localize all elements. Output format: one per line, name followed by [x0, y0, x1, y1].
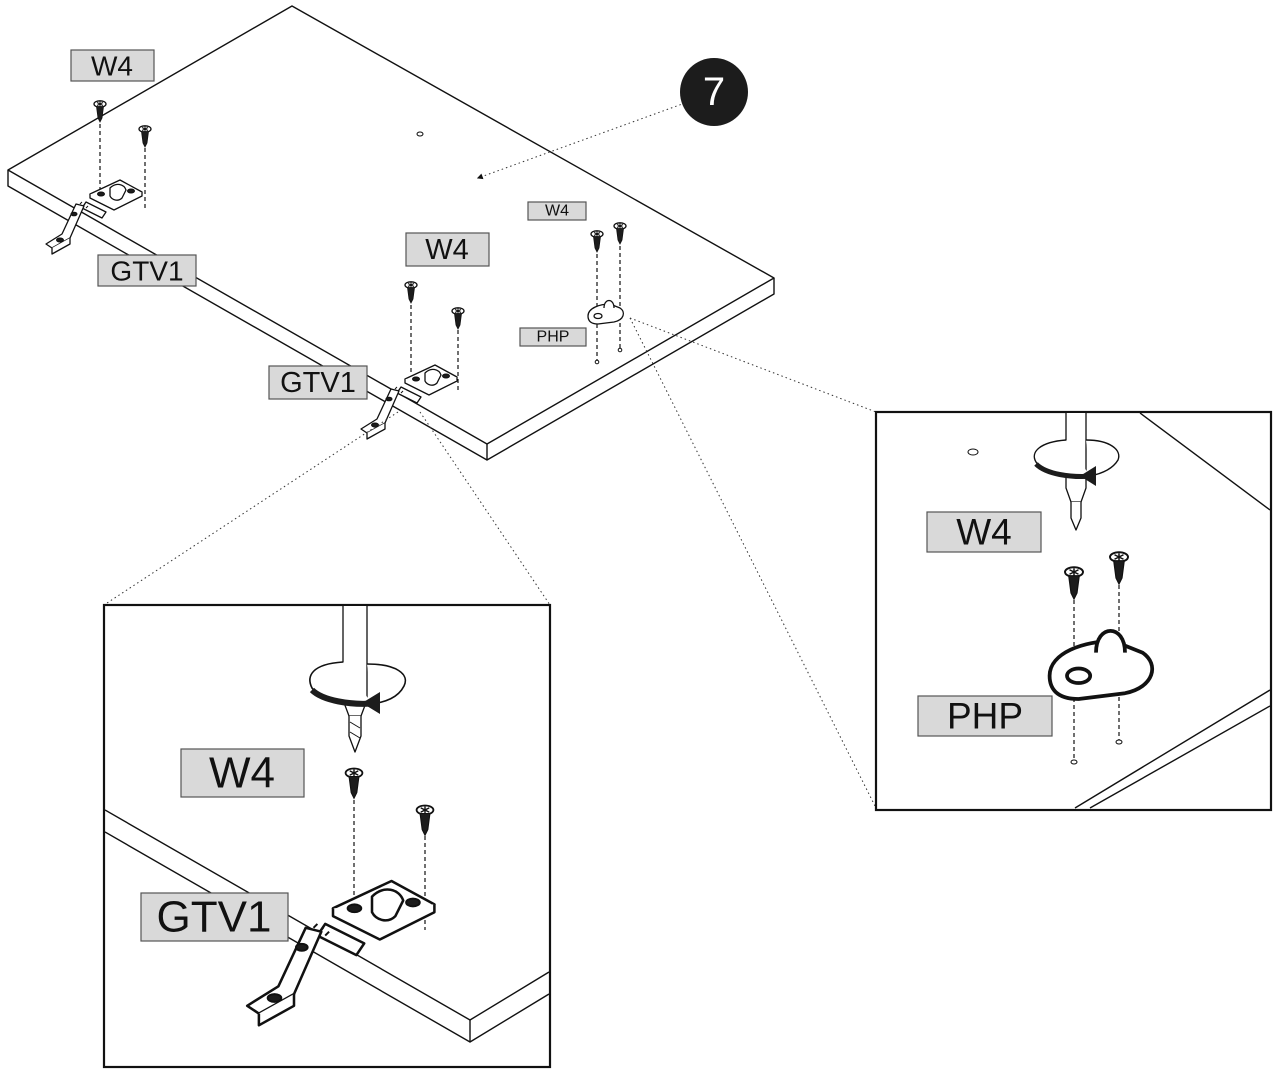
php-tag-zoom-right [917, 695, 1053, 737]
zoom-inset-shelf-support: W4 PHP [874, 410, 1273, 812]
w4-tag-top-left [70, 49, 155, 82]
gtv1-label-center: GTV1 [280, 367, 356, 399]
gtv1-label-zoom-left: GTV1 [157, 893, 272, 942]
w4-label-top-left: W4 [91, 51, 133, 82]
w4-label-small: W4 [545, 203, 569, 220]
hinge-group-left: W4 GTV1 [45, 49, 197, 287]
hinge-group-center: W4 GTV1 [268, 232, 490, 440]
gtv1-label-left: GTV1 [110, 256, 183, 287]
rotation-arrow-icon [309, 661, 407, 714]
w4-label-zoom-right: W4 [956, 512, 1012, 553]
screw-icon [590, 230, 604, 253]
screw-icon [451, 307, 465, 330]
gtv1-tag-left [97, 254, 197, 287]
step-leader-line [476, 102, 686, 180]
zoom-inset-hinge: W4 GTV1 [102, 603, 552, 1069]
w4-tag-zoom-right [926, 511, 1042, 553]
board-panel [7, 5, 775, 461]
w4-label-center: W4 [425, 234, 469, 266]
gtv1-tag-center [268, 365, 368, 400]
screw-icon [613, 222, 627, 245]
w4-tag-zoom-left [180, 748, 305, 798]
hinge-icon [360, 364, 458, 440]
screw-icon [404, 281, 418, 304]
php-label-zoom-right: PHP [947, 696, 1023, 737]
step-badge: 7 [680, 58, 748, 126]
php-tag-small [519, 327, 587, 347]
shelf-support-group: W4 PHP [519, 201, 627, 365]
gtv1-tag-zoom-left [140, 892, 289, 942]
shelf-support-icon [587, 299, 625, 325]
step-number: 7 [703, 70, 725, 114]
hinge-icon [45, 179, 143, 255]
zoom-leader-lines [103, 317, 877, 809]
w4-tag-center [405, 232, 490, 267]
screw-icon [138, 125, 152, 148]
w4-label-zoom-left: W4 [209, 749, 275, 798]
rotation-arrow-icon [1033, 439, 1120, 486]
php-label-small: PHP [537, 329, 570, 346]
w4-tag-small [527, 201, 587, 221]
